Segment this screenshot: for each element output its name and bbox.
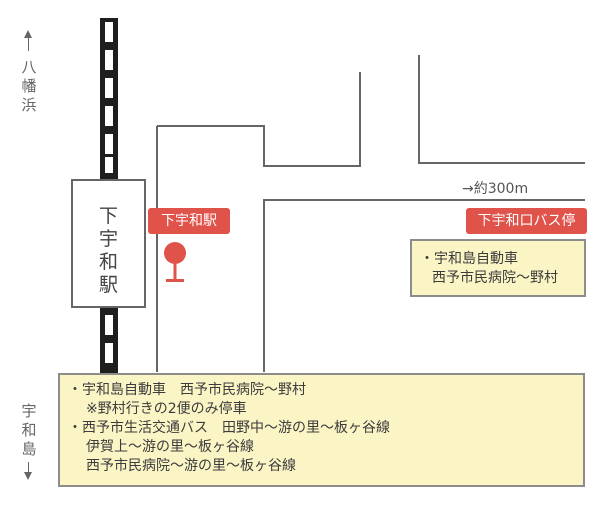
station-tag: 下宇和駅 (148, 208, 230, 234)
distance-label: →約300m (462, 181, 529, 197)
station-name-char: 下 (98, 205, 118, 227)
rail-tie (105, 22, 113, 42)
road-left (157, 72, 361, 167)
bus-stop-info-box: ・宇和島自動車 西予市民病院～野村 (410, 239, 586, 297)
south-arrow-icon (24, 472, 32, 480)
south-direction-label: 宇 和 島 (14, 402, 44, 459)
railway-track (100, 18, 118, 180)
rail-tie (105, 157, 113, 173)
rail-tie (105, 134, 113, 154)
north-label-char: 八 (21, 58, 37, 76)
station-name-char: 宇 (98, 228, 118, 250)
north-direction-label: 八 幡 浜 (14, 58, 44, 115)
route-line: 伊賀上～游の里～板ヶ谷線 (86, 439, 254, 455)
road-right-lower (263, 199, 585, 372)
bus-stop-line-company: ・宇和島自動車 (420, 251, 518, 267)
south-arrow-shaft (28, 462, 29, 474)
access-info-box: ・宇和島自動車 西予市民病院～野村 ※野村行きの2便のみ停車 ・西予市生活交通バ… (58, 373, 585, 487)
rail-tie (105, 315, 113, 335)
rail-tie (105, 50, 113, 70)
route-note: ※野村行きの2便のみ停車 (86, 401, 247, 417)
map-pin-icon (164, 242, 186, 282)
south-label-char: 和 (21, 421, 37, 439)
north-label-char: 幡 (21, 77, 37, 95)
station-name-char: 和 (98, 251, 118, 273)
station-name-char: 駅 (98, 274, 118, 296)
route-line: 西予市民病院～游の里～板ヶ谷線 (86, 458, 296, 474)
north-label-char: 浜 (21, 96, 37, 114)
south-label-char: 宇 (21, 402, 37, 420)
road-right-upper (418, 55, 585, 164)
rail-tie (105, 343, 113, 363)
station-building: 下 宇 和 駅 (71, 179, 146, 308)
south-label-char: 島 (21, 440, 37, 458)
north-arrow-icon (24, 30, 32, 38)
bus-stop-line-route: 西予市民病院～野村 (432, 270, 558, 286)
route-line: ・宇和島自動車 西予市民病院～野村 (68, 382, 306, 398)
route-line: ・西予市生活交通バス 田野中～游の里～板ヶ谷線 (68, 420, 390, 436)
north-arrow-shaft (28, 37, 29, 51)
bus-stop-tag: 下宇和口バス停 (466, 208, 587, 234)
station-name: 下 宇 和 駅 (73, 205, 144, 297)
rail-tie (105, 78, 113, 98)
rail-tie (105, 106, 113, 126)
railway-track (100, 307, 118, 377)
